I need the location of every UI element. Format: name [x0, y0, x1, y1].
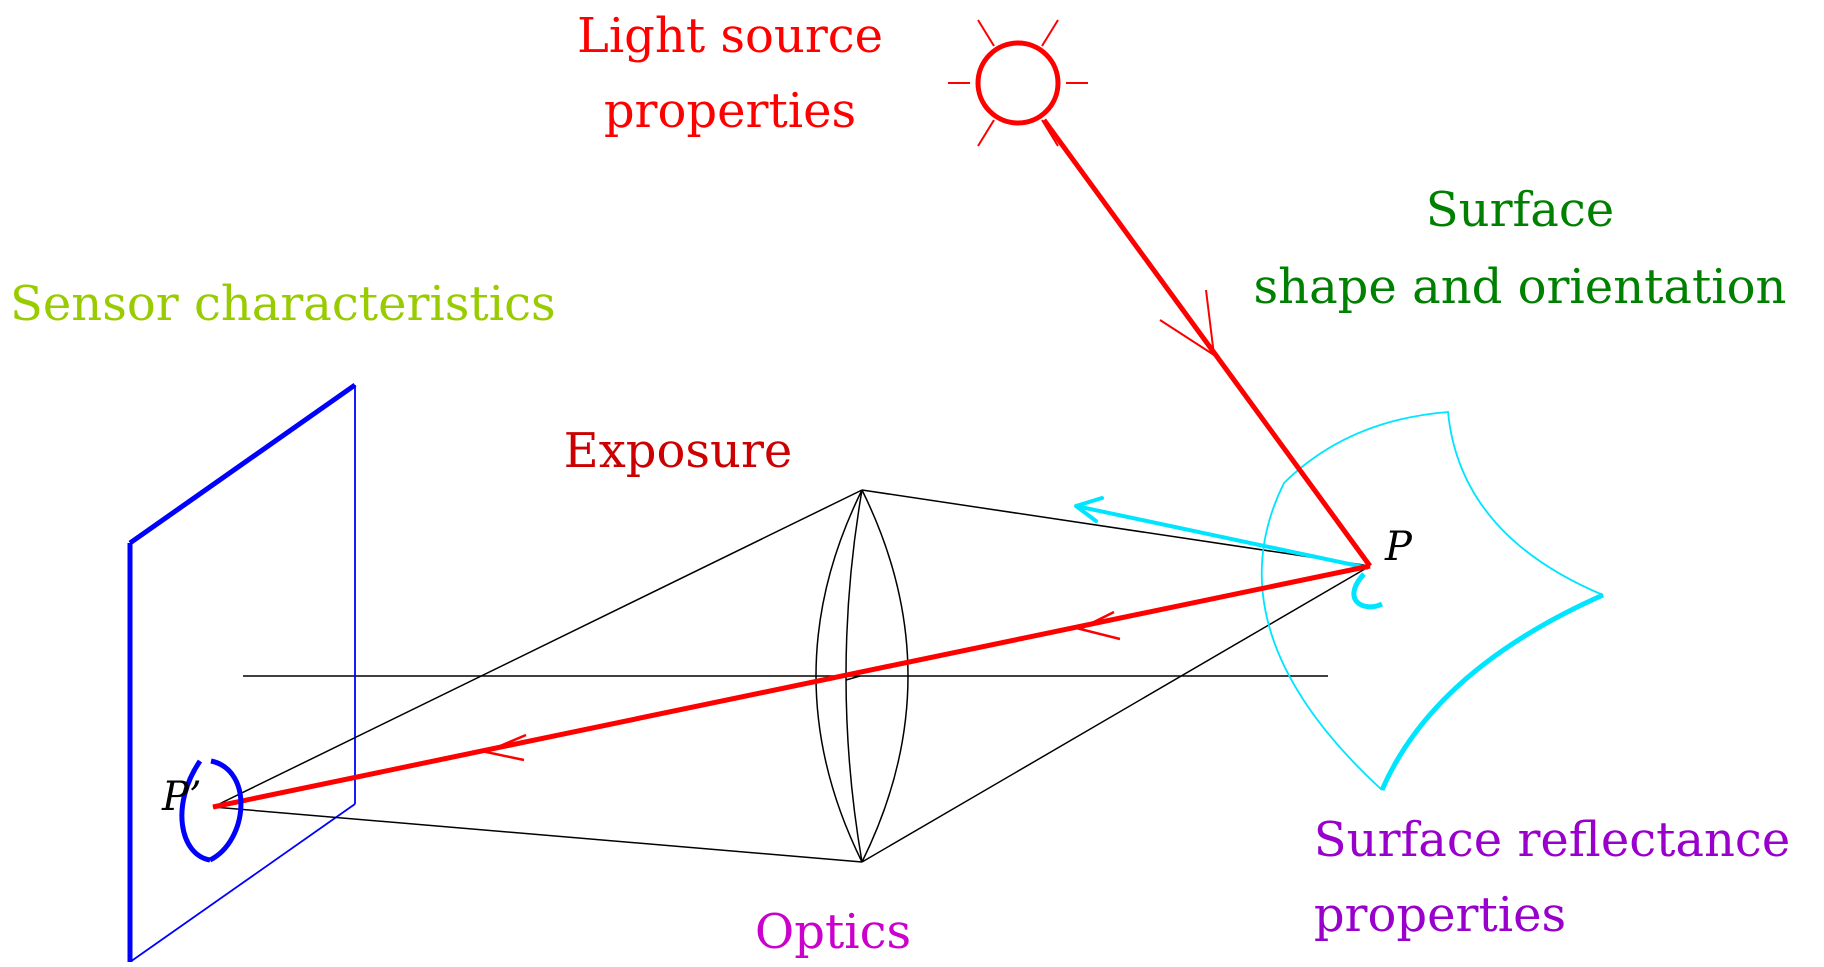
surface-label-line2: shape and orientation	[1254, 259, 1787, 315]
light-cone	[212, 489, 1371, 863]
lens-center	[845, 675, 861, 681]
exposure-label: Exposure	[564, 423, 793, 479]
point-p-label: P	[1384, 524, 1413, 570]
sensor-label: Sensor characteristics	[10, 276, 556, 332]
surface-normal-arrow	[1074, 496, 1369, 570]
sensor-plane	[127, 382, 357, 963]
reflectance-label: Surface reflectance	[1314, 812, 1790, 868]
optics-label: Optics	[755, 904, 911, 960]
light-source-label-line2: properties	[604, 83, 856, 139]
rotation-arrow-p-prime	[179, 758, 244, 863]
reflectance-label-line2: properties	[1314, 887, 1566, 943]
sun-icon	[948, 19, 1088, 147]
light-source-label: Light source	[577, 8, 883, 64]
surface-patch	[1260, 411, 1605, 791]
point-p-prime-label: P’	[161, 774, 202, 820]
reflected-ray	[212, 563, 1371, 810]
rotation-arrow-p	[1351, 572, 1384, 610]
incident-ray	[1041, 118, 1373, 568]
surface-label: Surface	[1426, 182, 1614, 238]
